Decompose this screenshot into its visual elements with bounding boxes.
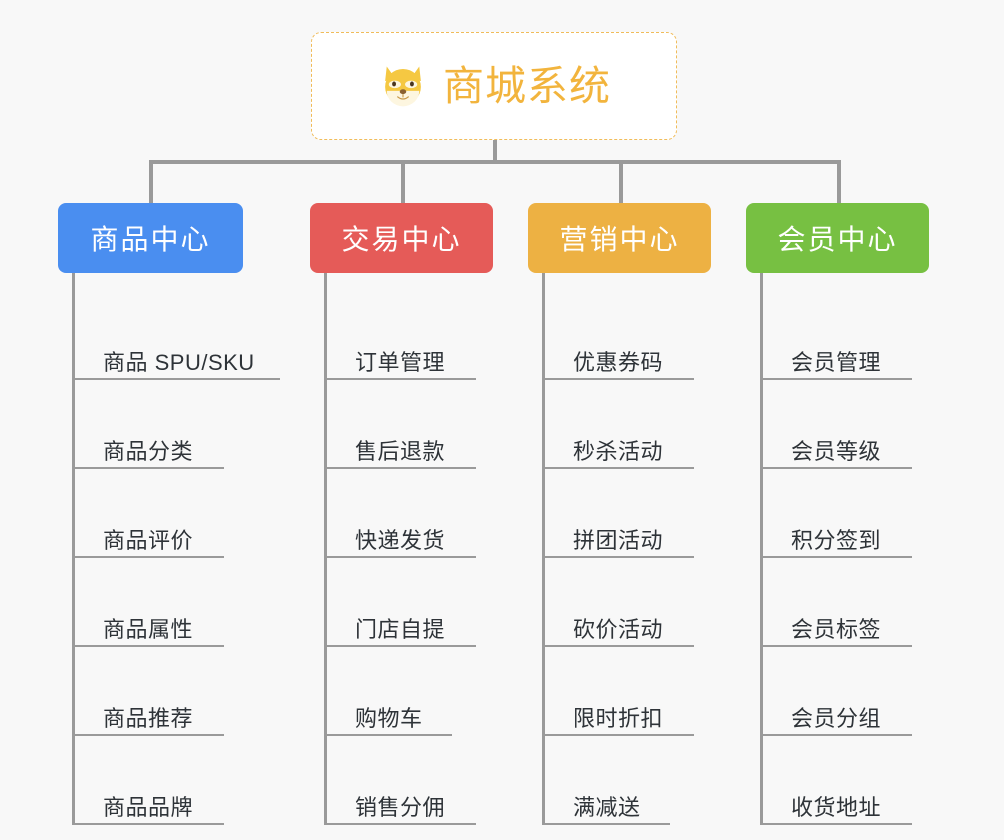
leaf-item[interactable]: 会员管理 (746, 291, 929, 380)
leaf-item-label: 商品属性 (103, 616, 194, 642)
category-header-3[interactable]: 营销中心 (528, 203, 711, 273)
leaf-underline (72, 645, 224, 647)
leaf-underline (324, 645, 476, 647)
leaf-underline (760, 467, 912, 469)
leaf-item-label: 售后退款 (355, 438, 446, 464)
trunk-line (760, 273, 763, 825)
leaf-item[interactable]: 秒杀活动 (528, 380, 711, 469)
leaf-underline (760, 645, 912, 647)
leaf-underline (324, 378, 476, 380)
leaf-item-label: 满减送 (573, 794, 641, 820)
leaf-underline (324, 467, 476, 469)
leaf-item-label: 会员管理 (791, 349, 882, 375)
leaf-item[interactable]: 收货地址 (746, 736, 929, 825)
leaf-item[interactable]: 会员等级 (746, 380, 929, 469)
leaf-item-label: 积分签到 (791, 527, 882, 553)
leaf-item-label: 购物车 (355, 705, 423, 731)
leaf-item-label: 商品品牌 (103, 794, 194, 820)
leaf-item-label: 会员标签 (791, 616, 882, 642)
leaf-underline (760, 734, 912, 736)
category-column: 营销中心优惠券码秒杀活动拼团活动砍价活动限时折扣满减送 (528, 203, 711, 825)
connector-drop-4 (837, 160, 841, 205)
leaf-underline (760, 823, 912, 825)
leaf-item[interactable]: 会员标签 (746, 558, 929, 647)
leaf-item[interactable]: 订单管理 (310, 291, 493, 380)
leaf-item-label: 秒杀活动 (573, 438, 664, 464)
leaf-underline (72, 823, 224, 825)
leaf-underline (324, 823, 476, 825)
leaf-item[interactable]: 商品分类 (58, 380, 243, 469)
leaf-item[interactable]: 商品评价 (58, 469, 243, 558)
leaf-item-label: 门店自提 (355, 616, 446, 642)
leaf-underline (72, 378, 280, 380)
leaf-item[interactable]: 商品属性 (58, 558, 243, 647)
leaf-item-label: 拼团活动 (573, 527, 664, 553)
leaf-item-label: 限时折扣 (573, 705, 664, 731)
leaf-item[interactable]: 砍价活动 (528, 558, 711, 647)
leaf-item[interactable]: 售后退款 (310, 380, 493, 469)
leaf-item-label: 订单管理 (355, 349, 446, 375)
category-header-4[interactable]: 会员中心 (746, 203, 929, 273)
leaf-list: 商品 SPU/SKU 商品分类商品评价商品属性商品推荐商品品牌 (58, 273, 280, 825)
leaf-list: 会员管理会员等级积分签到会员标签会员分组收货地址 (746, 273, 929, 825)
leaf-item-label: 商品评价 (103, 527, 194, 553)
connector-drop-2 (401, 160, 405, 205)
leaf-item-label: 砍价活动 (573, 616, 664, 642)
leaf-item[interactable]: 积分签到 (746, 469, 929, 558)
leaf-item[interactable]: 销售分佣 (310, 736, 493, 825)
leaf-underline (72, 556, 224, 558)
leaf-item-label: 销售分佣 (355, 794, 446, 820)
leaf-underline (760, 556, 912, 558)
leaf-underline (72, 467, 224, 469)
leaf-underline (542, 378, 694, 380)
leaf-item-label: 快递发货 (355, 527, 446, 553)
root-node[interactable]: 商城系统 (311, 32, 677, 140)
connector-horizontal-bus (149, 160, 841, 164)
root-title: 商城系统 (443, 62, 611, 109)
leaf-underline (542, 734, 694, 736)
leaf-underline (324, 734, 452, 736)
leaf-item-label: 会员等级 (791, 438, 882, 464)
leaf-item-label: 商品分类 (103, 438, 194, 464)
leaf-list: 订单管理售后退款快递发货门店自提购物车销售分佣 (310, 273, 493, 825)
leaf-underline (542, 823, 670, 825)
leaf-list: 优惠券码秒杀活动拼团活动砍价活动限时折扣满减送 (528, 273, 711, 825)
category-header-1[interactable]: 商品中心 (58, 203, 243, 273)
leaf-item[interactable]: 门店自提 (310, 558, 493, 647)
connector-drop-3 (619, 160, 623, 205)
leaf-item-label: 收货地址 (791, 794, 882, 820)
leaf-item[interactable]: 优惠券码 (528, 291, 711, 380)
leaf-underline (324, 556, 476, 558)
leaf-item[interactable]: 商品推荐 (58, 647, 243, 736)
leaf-item-label: 商品 SPU/SKU (103, 349, 255, 375)
leaf-item[interactable]: 满减送 (528, 736, 711, 825)
leaf-item[interactable]: 商品品牌 (58, 736, 243, 825)
category-column: 商品中心商品 SPU/SKU 商品分类商品评价商品属性商品推荐商品品牌 (58, 203, 280, 825)
connector-drop-1 (149, 160, 153, 205)
leaf-underline (760, 378, 912, 380)
leaf-item[interactable]: 会员分组 (746, 647, 929, 736)
leaf-item[interactable]: 快递发货 (310, 469, 493, 558)
leaf-item[interactable]: 购物车 (310, 647, 493, 736)
trunk-line (72, 273, 75, 825)
leaf-item[interactable]: 限时折扣 (528, 647, 711, 736)
dog-face-icon (385, 66, 421, 108)
leaf-underline (542, 467, 694, 469)
category-header-2[interactable]: 交易中心 (310, 203, 493, 273)
trunk-line (324, 273, 327, 825)
trunk-line (542, 273, 545, 825)
leaf-item-label: 商品推荐 (103, 705, 194, 731)
leaf-item[interactable]: 拼团活动 (528, 469, 711, 558)
leaf-underline (72, 734, 224, 736)
leaf-underline (542, 556, 694, 558)
connector-root-stem (493, 140, 497, 162)
leaf-underline (542, 645, 694, 647)
leaf-item-label: 优惠券码 (573, 349, 664, 375)
category-column: 会员中心会员管理会员等级积分签到会员标签会员分组收货地址 (746, 203, 929, 825)
leaf-item[interactable]: 商品 SPU/SKU (58, 291, 280, 380)
leaf-item-label: 会员分组 (791, 705, 882, 731)
category-column: 交易中心订单管理售后退款快递发货门店自提购物车销售分佣 (310, 203, 493, 825)
